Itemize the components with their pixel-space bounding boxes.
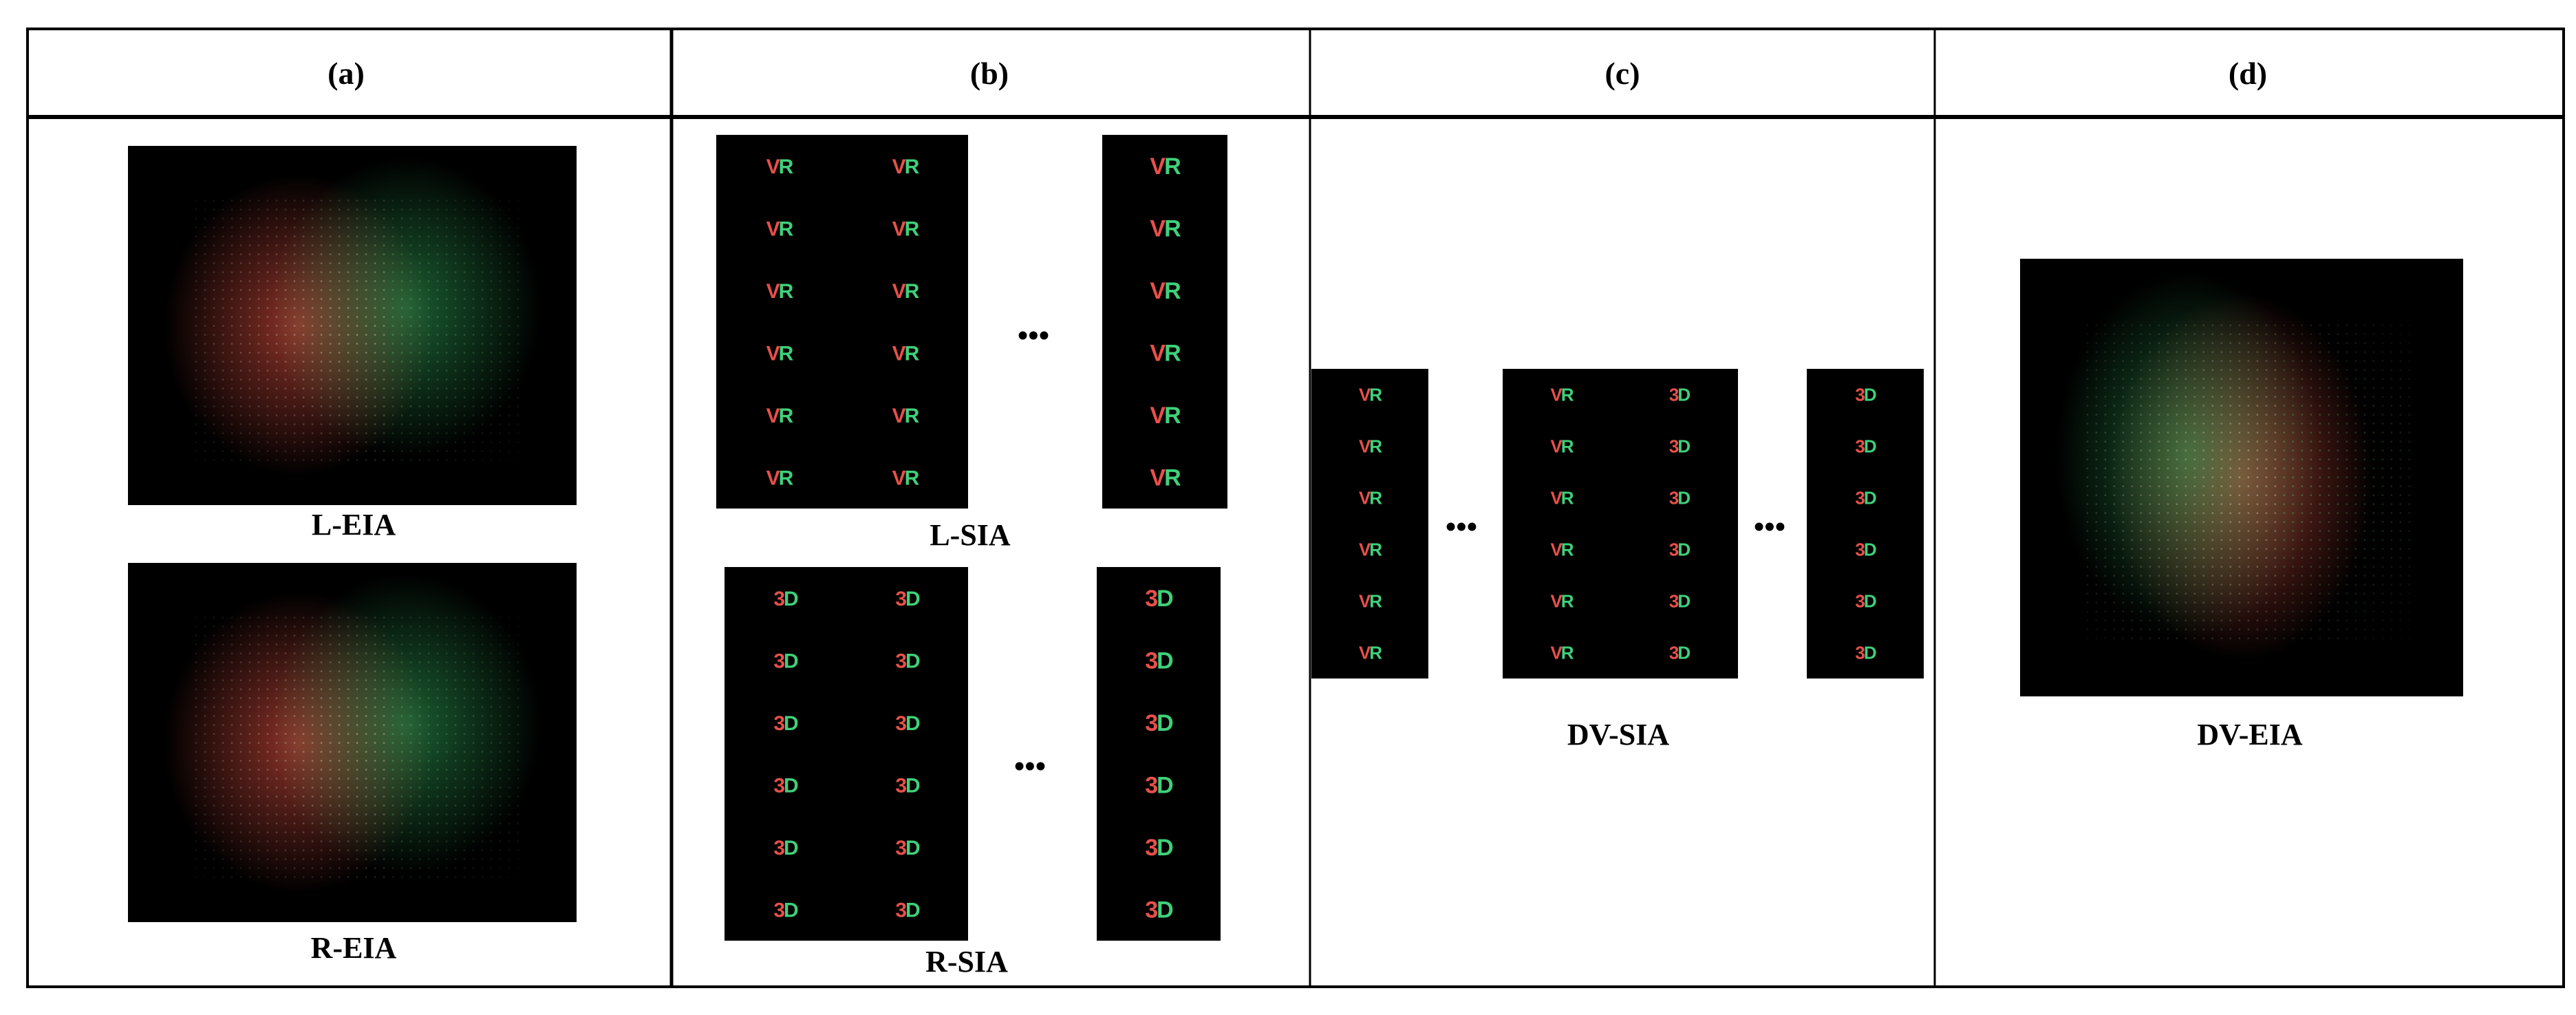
tile-label: 3D	[1145, 897, 1173, 923]
tile-label: VR	[892, 342, 920, 365]
l-sia-tile-2: VR VR VR VR VR VR	[1102, 135, 1227, 509]
dv-eia-image	[2020, 259, 2463, 696]
tile-label: VR	[1359, 385, 1382, 405]
tile-label: 3D	[1669, 385, 1690, 405]
r-eia-image	[128, 563, 577, 922]
tile-label: VR	[1359, 436, 1382, 457]
tile-label: 3D	[1145, 710, 1173, 736]
tile-label: VR	[1359, 539, 1382, 560]
tile-label: 3D	[1855, 643, 1876, 663]
tile-label: 3D	[895, 650, 920, 672]
tile-label: 3D	[895, 774, 920, 797]
tile-label: 3D	[1855, 591, 1876, 612]
tile-label: VR	[1550, 591, 1574, 612]
l-eia-caption: L-EIA	[312, 508, 396, 542]
header-c: (c)	[1604, 56, 1640, 91]
r-sia-tile-2: 3D 3D 3D 3D 3D 3D	[1097, 567, 1221, 941]
tile-label: VR	[766, 342, 794, 365]
tile-label: VR	[892, 467, 920, 489]
dv-sia-tile-3: 3D 3D 3D 3D 3D 3D	[1807, 369, 1924, 679]
dot-grid	[195, 200, 519, 461]
tile-label: 3D	[773, 774, 798, 797]
tile-label: VR	[1359, 488, 1382, 509]
tile-label: 3D	[1669, 488, 1690, 509]
r-sia-ellipsis: •••	[1014, 749, 1046, 783]
tile-label: 3D	[773, 650, 798, 672]
dv-sia-ellipsis-2: •••	[1754, 510, 1785, 544]
l-eia-image	[128, 146, 577, 505]
tile-label: VR	[1550, 385, 1574, 405]
table-grid	[26, 28, 2565, 988]
tile-label: VR	[766, 217, 794, 240]
tile-label: 3D	[895, 899, 920, 921]
l-sia-caption: L-SIA	[930, 518, 1011, 552]
dot-grid	[2086, 324, 2411, 639]
tile-label: 3D	[1145, 648, 1173, 674]
dv-sia-tile-2: VR 3D VR 3D VR 3D VR 3D VR 3D VR 3D	[1503, 369, 1738, 679]
l-sia-ellipsis: •••	[1018, 319, 1049, 352]
tile-label: VR	[766, 405, 794, 427]
header-d: (d)	[2229, 56, 2267, 91]
dv-eia-caption: DV-EIA	[2197, 718, 2302, 751]
tile-label: VR	[892, 217, 920, 240]
tile-label: VR	[1550, 643, 1574, 663]
r-eia-caption: R-EIA	[311, 931, 397, 965]
header-b: (b)	[970, 56, 1009, 91]
tile-label: VR	[1359, 591, 1382, 612]
tile-label: VR	[1150, 278, 1181, 304]
tile-label: 3D	[1669, 436, 1690, 457]
tile-label: VR	[766, 156, 794, 178]
dv-sia-tile-1: VR VR VR VR VR VR	[1311, 369, 1428, 679]
tile-label: 3D	[1855, 539, 1876, 560]
tile-label: 3D	[773, 899, 798, 921]
header-a: (a)	[328, 56, 365, 91]
tile-label: 3D	[773, 588, 798, 610]
tile-label: 3D	[1145, 773, 1173, 799]
tile-label: VR	[1150, 153, 1181, 180]
r-sia-tile-1: 3D 3D 3D 3D 3D 3D 3D 3D 3D 3D 3D 3D	[724, 567, 968, 941]
tile-label: 3D	[895, 712, 920, 735]
l-sia-tile-1: VR VR VR VR VR VR VR VR VR VR VR VR	[716, 135, 968, 509]
tile-label: VR	[766, 467, 794, 489]
tile-label: VR	[892, 280, 920, 303]
tile-label: 3D	[895, 837, 920, 859]
tile-label: 3D	[1669, 591, 1690, 612]
tile-label: 3D	[773, 712, 798, 735]
tile-label: VR	[1550, 488, 1574, 509]
dot-grid	[195, 617, 519, 878]
tile-label: 3D	[1669, 539, 1690, 560]
tile-label: VR	[1150, 216, 1181, 242]
tile-label: 3D	[1855, 385, 1876, 405]
tile-label: 3D	[1669, 643, 1690, 663]
tile-label: 3D	[1855, 436, 1876, 457]
tile-label: VR	[766, 280, 794, 303]
tile-label: VR	[1150, 465, 1181, 491]
tile-label: 3D	[895, 588, 920, 610]
tile-label: VR	[892, 405, 920, 427]
tile-label: VR	[1550, 436, 1574, 457]
tile-label: VR	[1150, 341, 1181, 367]
tile-label: 3D	[1145, 586, 1173, 612]
tile-label: VR	[1550, 539, 1574, 560]
tile-label: 3D	[773, 837, 798, 859]
tile-label: VR	[892, 156, 920, 178]
tile-label: VR	[1150, 403, 1181, 429]
r-sia-caption: R-SIA	[925, 945, 1008, 979]
dv-sia-caption: DV-SIA	[1567, 718, 1670, 751]
tile-label: 3D	[1145, 835, 1173, 861]
tile-label: VR	[1359, 643, 1382, 663]
tile-label: 3D	[1855, 488, 1876, 509]
dv-sia-ellipsis-1: •••	[1446, 510, 1477, 544]
